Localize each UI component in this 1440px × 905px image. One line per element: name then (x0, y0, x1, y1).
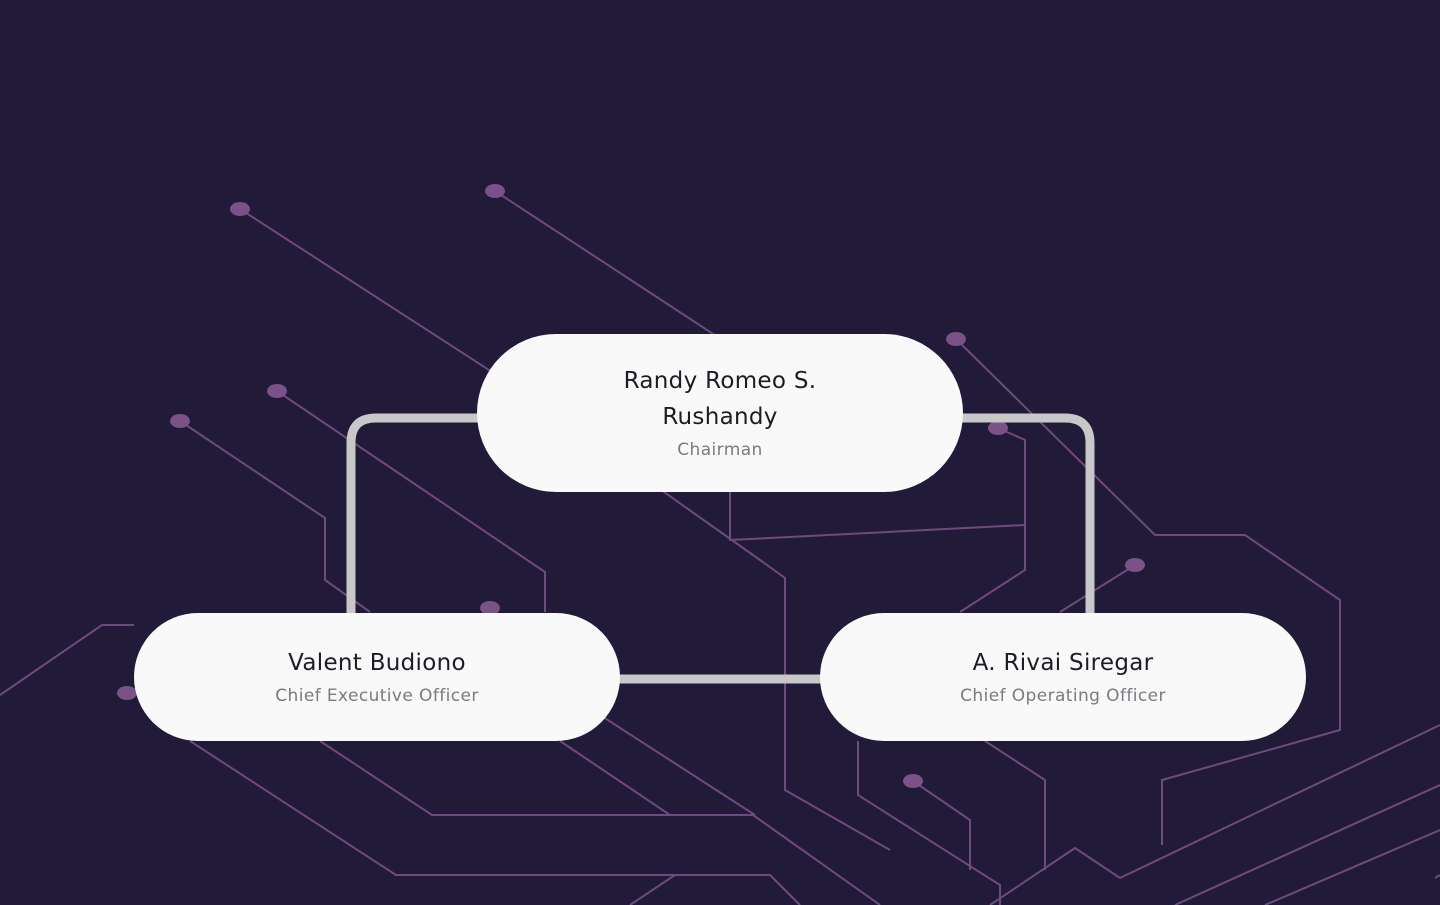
coo-name: A. Rivai Siregar (972, 650, 1154, 676)
coo-node: A. Rivai Siregar Chief Operating Officer (820, 613, 1306, 741)
connector-chairman-ceo (346, 413, 480, 615)
ceo-node: Valent Budiono Chief Executive Officer (134, 613, 620, 741)
connector-chairman-coo (960, 413, 1095, 615)
ceo-name: Valent Budiono (288, 650, 466, 676)
chairman-node: Randy Romeo S. Rushandy Chairman (477, 334, 963, 492)
chairman-role: Chairman (677, 440, 763, 460)
coo-role: Chief Operating Officer (960, 686, 1166, 706)
chairman-name: Randy Romeo S. Rushandy (623, 368, 817, 430)
ceo-role: Chief Executive Officer (275, 686, 479, 706)
